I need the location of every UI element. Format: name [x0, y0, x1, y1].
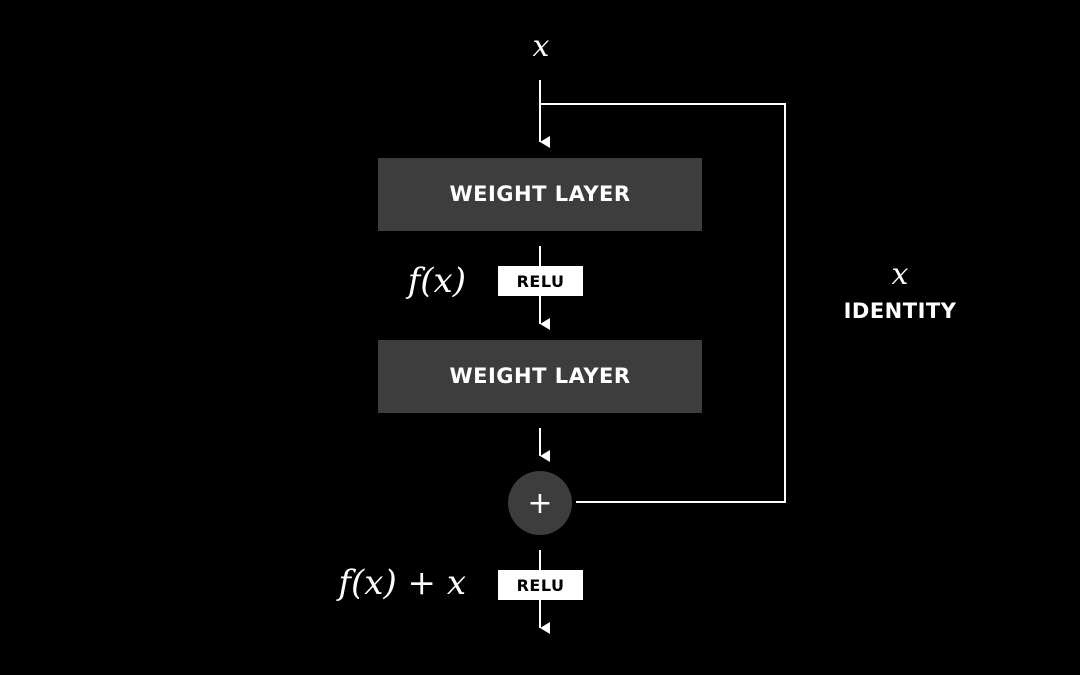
addition-node: + — [508, 471, 572, 535]
relu-1: RELU — [498, 266, 583, 296]
weight-layer-1: WEIGHT LAYER — [378, 158, 702, 231]
relu-2: RELU — [498, 570, 583, 600]
activation-1-math-label: f(x) — [405, 261, 466, 301]
relu-1-label: RELU — [517, 272, 565, 291]
weight-layer-2-label: WEIGHT LAYER — [449, 364, 630, 388]
relu-1-box — [498, 266, 583, 296]
weight-layer-1-box — [378, 158, 702, 231]
addition-circle — [508, 471, 572, 535]
plus-icon: + — [527, 486, 552, 521]
identity-shortcut-line — [540, 103, 786, 503]
input-label: x — [533, 29, 550, 64]
weight-layer-1-label: WEIGHT LAYER — [449, 182, 630, 206]
weight-layer-2: WEIGHT LAYER — [378, 340, 702, 413]
identity-label: IDENTITY — [844, 299, 957, 323]
activation-2-math-label: f(x) + x — [335, 563, 466, 603]
relu-2-box — [498, 570, 583, 600]
identity-math-label: x — [892, 257, 909, 292]
weight-layer-2-box — [378, 340, 702, 413]
relu-2-label: RELU — [517, 576, 565, 595]
